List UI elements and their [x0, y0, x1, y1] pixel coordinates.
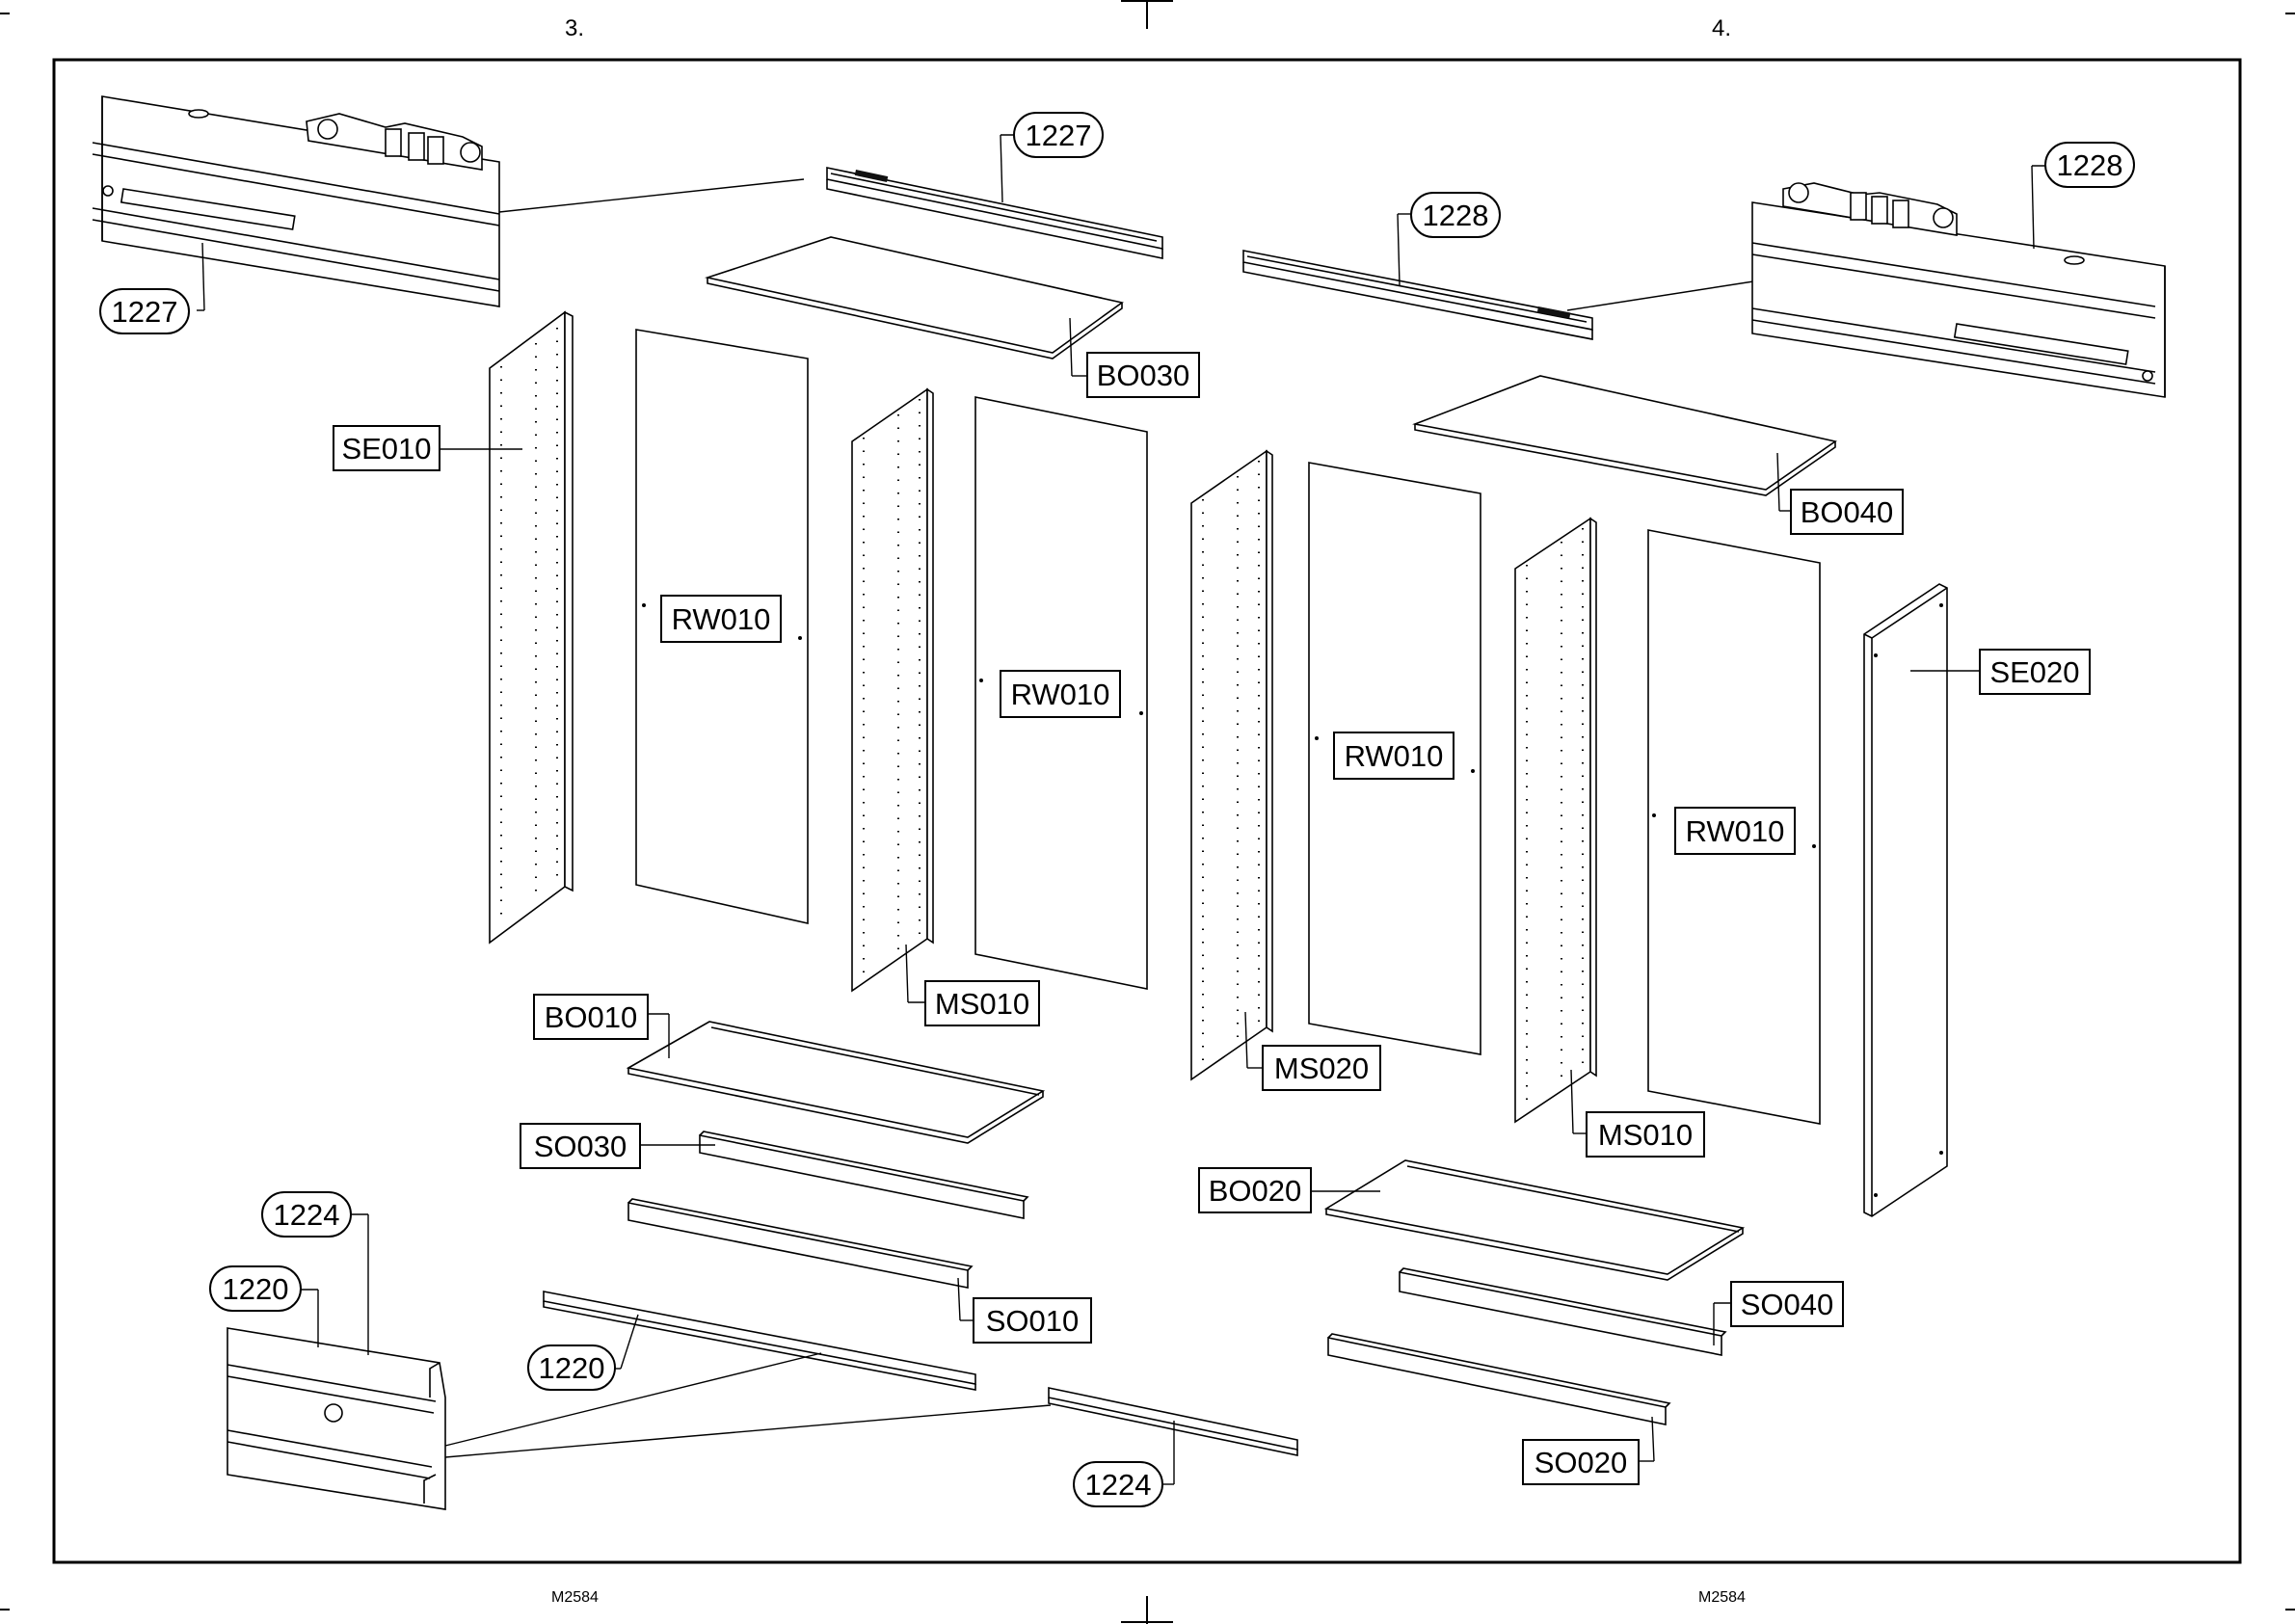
label-so040: SO040 [1731, 1282, 1843, 1326]
plinth-so020 [1328, 1334, 1669, 1424]
svg-text:SO040: SO040 [1741, 1288, 1834, 1321]
svg-text:RW010: RW010 [1011, 678, 1110, 711]
svg-text:1227: 1227 [112, 295, 178, 329]
label-so030: SO030 [520, 1124, 640, 1168]
middle-panel-ms010-1 [852, 389, 933, 991]
rail-1227-detail [93, 96, 499, 306]
label-rw010-4: RW010 [1675, 808, 1795, 854]
right-page-number: 4. [1712, 15, 1731, 41]
label-rail-1224: 1224 [1074, 1462, 1162, 1506]
label-bo030: BO030 [1087, 353, 1199, 397]
svg-text:BO040: BO040 [1801, 495, 1894, 529]
svg-text:SO020: SO020 [1534, 1446, 1628, 1479]
label-rw010-1: RW010 [661, 596, 781, 642]
side-panel-se010 [490, 312, 573, 943]
rail-1224 [1049, 1388, 1297, 1455]
label-se010: SE010 [334, 426, 440, 470]
svg-text:1224: 1224 [1085, 1468, 1152, 1502]
svg-text:1228: 1228 [2057, 148, 2123, 182]
svg-text:1220: 1220 [223, 1272, 289, 1306]
svg-text:BO030: BO030 [1097, 359, 1190, 392]
right-footer-code: M2584 [1698, 1589, 1746, 1606]
label-rw010-2: RW010 [1001, 671, 1120, 717]
top-panel-bo040 [1415, 376, 1835, 495]
label-rail-1228-detail: 1228 [2045, 143, 2134, 187]
svg-text:SO010: SO010 [986, 1304, 1080, 1338]
label-rail-1220: 1220 [528, 1345, 615, 1390]
bottom-panel-bo010 [628, 1022, 1043, 1143]
svg-text:MS020: MS020 [1274, 1052, 1369, 1085]
rail-1220-1224-detail [227, 1328, 445, 1509]
svg-text:BO010: BO010 [545, 1000, 638, 1034]
svg-text:1224: 1224 [274, 1198, 340, 1232]
svg-text:SE010: SE010 [341, 432, 431, 466]
label-ms020: MS020 [1263, 1046, 1380, 1090]
svg-text:SE020: SE020 [1989, 655, 2079, 689]
label-bo020: BO020 [1199, 1168, 1311, 1212]
middle-panel-ms010-2 [1515, 519, 1596, 1122]
label-rail-1220-detail: 1220 [210, 1266, 301, 1311]
label-so010: SO010 [974, 1298, 1091, 1343]
side-panel-se020 [1864, 584, 1947, 1216]
plinth-so040 [1400, 1268, 1725, 1355]
left-page-number: 3. [565, 15, 584, 41]
label-se020: SE020 [1980, 650, 2090, 694]
svg-text:SO030: SO030 [534, 1130, 627, 1163]
label-ms010-1: MS010 [925, 981, 1039, 1025]
label-rail-1228: 1228 [1411, 193, 1500, 237]
left-footer-code: M2584 [551, 1589, 599, 1606]
rail-1228-detail [1752, 183, 2165, 397]
svg-text:1228: 1228 [1423, 199, 1489, 232]
svg-text:MS010: MS010 [1598, 1118, 1693, 1152]
svg-text:RW010: RW010 [672, 602, 771, 636]
plinth-so030 [700, 1131, 1027, 1218]
svg-text:1227: 1227 [1026, 119, 1092, 152]
svg-text:BO020: BO020 [1209, 1174, 1302, 1208]
label-bo040: BO040 [1791, 490, 1903, 534]
label-rail-1227-detail: 1227 [100, 289, 189, 333]
svg-text:MS010: MS010 [935, 987, 1029, 1021]
svg-text:1220: 1220 [539, 1351, 605, 1385]
rail-1227 [827, 168, 1162, 258]
label-rw010-3: RW010 [1334, 732, 1454, 779]
label-rail-1227: 1227 [1014, 113, 1103, 157]
svg-text:RW010: RW010 [1686, 814, 1785, 848]
label-rail-1224-detail: 1224 [262, 1192, 351, 1237]
rail-1228 [1243, 251, 1592, 339]
top-panel-bo030 [707, 237, 1122, 359]
label-bo010: BO010 [534, 995, 648, 1039]
label-ms010-2: MS010 [1587, 1112, 1704, 1157]
label-so020: SO020 [1523, 1440, 1639, 1484]
bottom-panel-bo020 [1326, 1160, 1743, 1280]
middle-panel-ms020 [1191, 451, 1272, 1079]
svg-text:RW010: RW010 [1345, 739, 1444, 773]
plinth-so010 [628, 1199, 972, 1288]
